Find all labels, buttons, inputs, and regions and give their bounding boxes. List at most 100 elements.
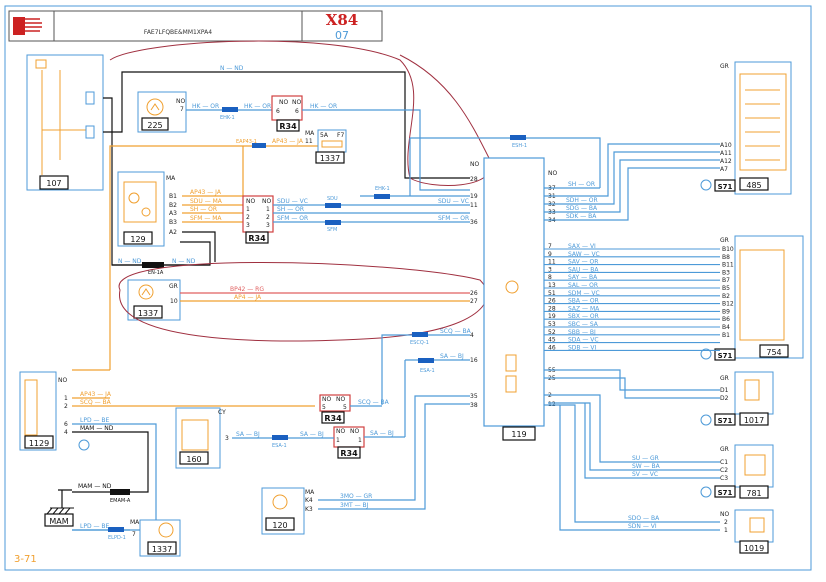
svg-text:SDU — VC: SDU — VC [277,198,308,205]
svg-text:SA — BJ: SA — BJ [370,430,394,437]
bus-component-pin: B9 [722,308,730,315]
svg-text:1: 1 [724,527,728,534]
svg-text:A10: A10 [720,142,732,149]
bus-wire-label: SAY — BA [568,274,598,281]
svg-text:NO: NO [246,198,255,205]
svg-text:NO: NO [58,377,67,384]
svg-text:EN-1A: EN-1A [148,270,164,276]
svg-text:ESA-1: ESA-1 [272,443,287,449]
component-160-label: 160 [186,455,201,464]
component-225: 225 NO 7 [137,91,187,133]
svg-text:D2: D2 [720,395,729,402]
svg-text:AP43 — JA: AP43 — JA [272,138,304,145]
component-160: 160 CY 3 [175,407,229,469]
svg-text:K4: K4 [305,497,313,504]
bus-component-pin: B11 [722,262,734,269]
component-107-label: 107 [46,179,61,188]
svg-text:1: 1 [266,206,270,213]
component-1337-top-label: 1337 [320,154,340,163]
svg-text:SDU: SDU [327,196,338,202]
svg-text:38: 38 [470,402,478,409]
svg-text:6: 6 [295,108,299,115]
svg-text:2: 2 [246,214,250,221]
bus-ecu-pin: 45 [548,337,556,344]
bus-wire-label: SAU — BA [568,266,599,273]
connector-logo-icon [13,17,25,35]
svg-text:NO: NO [720,511,729,518]
svg-text:5A: 5A [320,132,329,139]
bus-wire-label: SBX — OR [568,313,599,320]
svg-text:SDH — OR: SDH — OR [566,197,598,204]
svg-text:7: 7 [132,531,136,538]
bus-ecu-pin: 3 [548,266,552,273]
ground-mam: MAM [44,489,74,527]
bus-component-pin: B8 [722,254,730,261]
bus-ecu-pin: 9 [548,251,552,258]
svg-text:1: 1 [64,395,68,402]
svg-text:C3: C3 [720,475,728,482]
svg-text:S71: S71 [718,489,733,497]
svg-text:6: 6 [276,108,280,115]
svg-text:2: 2 [266,214,270,221]
component-107: 107 [26,54,104,191]
component-1337-mid-label: 1337 [138,309,158,318]
wire-n-nd-top: N — ND [220,65,244,72]
subtitle-box [53,10,303,42]
svg-text:N — ND: N — ND [118,258,142,265]
svg-text:SCQ — BA: SCQ — BA [358,399,390,406]
bus-component-pin: B5 [722,285,730,292]
svg-text:NO: NO [292,99,301,106]
bus-component-pin: B6 [722,316,730,323]
component-225-label: 225 [147,121,162,130]
relay-r34-top: NO NO 6 6 R34 [271,95,303,132]
component-485-label: 485 [746,181,761,190]
component-129: 129 MA B1 B2 A3 B3 A2 [117,171,177,247]
bus-ecu-pin: 19 [548,313,556,320]
header-subtitle: FAE7LFQBE&MM1XPA4 [144,29,212,36]
svg-text:NO: NO [279,99,288,106]
svg-text:ESH-1: ESH-1 [512,143,527,149]
svg-text:K3: K3 [305,506,313,513]
svg-text:R34: R34 [324,414,342,423]
bus-wire-label: SAW — VC [568,251,600,258]
svg-text:SDO — BA: SDO — BA [628,515,660,522]
component-754-label: 754 [766,348,781,357]
svg-text:NO: NO [548,170,557,177]
svg-text:4: 4 [64,429,68,436]
svg-text:1: 1 [336,437,340,444]
svg-text:MA: MA [166,175,176,182]
bus-wire-label: SDM — VC [568,290,600,297]
svg-text:SH — OR: SH — OR [190,206,217,213]
header-code: X84 [326,11,359,29]
bus-wire-label: SBB — BJ [568,329,596,336]
component-754: 754 GR S71 [700,235,804,361]
svg-text:SV — VC: SV — VC [632,471,658,478]
bus-ecu-pin: 26 [548,298,556,305]
svg-text:3: 3 [266,222,270,229]
svg-text:NO: NO [470,161,479,168]
svg-text:ELPD-1: ELPD-1 [108,535,126,541]
svg-text:A2: A2 [169,229,177,236]
svg-text:7: 7 [180,106,184,113]
component-120-label: 120 [272,521,287,530]
svg-text:SDU — VC: SDU — VC [438,198,469,205]
component-120: 120 MA K4 K3 [261,487,315,535]
svg-text:3MO — GR: 3MO — GR [340,493,372,500]
r34-mid-label: R34 [248,234,266,243]
svg-text:SCQ — BA: SCQ — BA [440,328,472,335]
svg-text:GR: GR [720,237,729,244]
svg-text:S71: S71 [718,352,733,360]
component-1129-label: 1129 [29,439,49,448]
svg-text:SFM — OR: SFM — OR [277,215,308,222]
svg-text:4: 4 [470,332,474,339]
component-1017-label: 1017 [744,416,764,425]
bus-ecu-pin: 8 [548,274,552,281]
svg-text:EHK-1: EHK-1 [220,115,235,121]
bus-wire-label: SAV — OR [568,259,598,266]
bus-ecu-pin: 46 [548,344,556,351]
svg-text:MA: MA [130,519,140,526]
svg-text:A7: A7 [720,166,728,173]
bus-component-pin: B10 [722,246,734,253]
